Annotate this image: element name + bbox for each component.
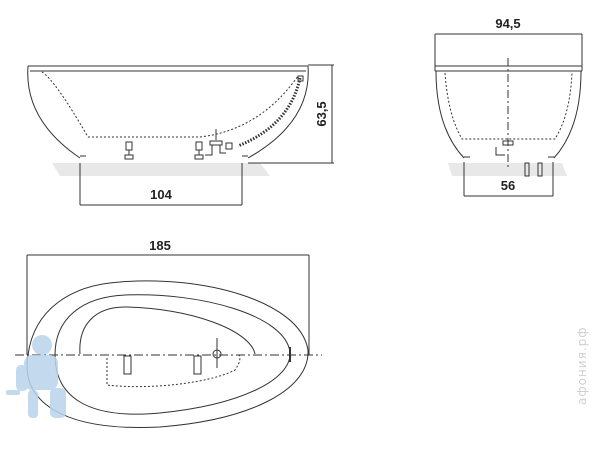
- top-view: [15, 254, 322, 429]
- foot-icon: [194, 141, 204, 160]
- side-view: [27, 64, 334, 206]
- end-view: [434, 33, 583, 197]
- watermark-text: афония.рф: [575, 326, 589, 405]
- drain-icon: [205, 129, 233, 156]
- height-label: 63,5: [314, 101, 329, 126]
- plumber-mascot-icon: [6, 335, 66, 418]
- side-base-width-label: 104: [150, 187, 172, 202]
- top-width-label: 94,5: [495, 16, 520, 31]
- length-label: 185: [149, 238, 171, 253]
- end-base-width-label: 56: [501, 178, 515, 193]
- foot-icon: [124, 141, 134, 160]
